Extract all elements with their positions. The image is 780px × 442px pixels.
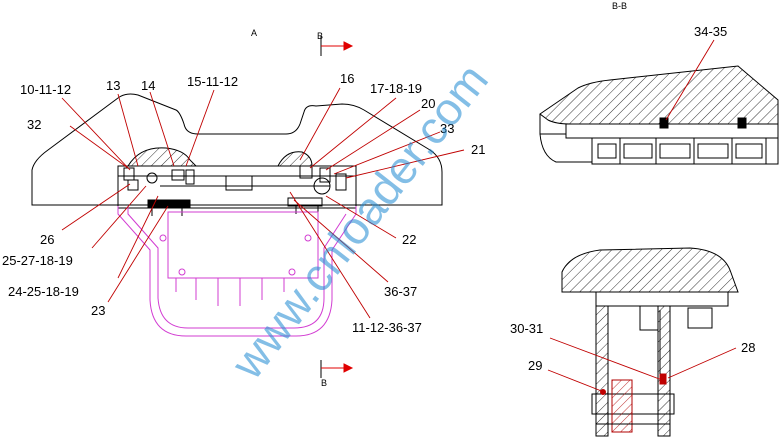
- section-arrows: [320, 36, 354, 378]
- view-labels: A B B B-B: [251, 1, 627, 388]
- callout-33: 33: [440, 121, 454, 136]
- section-lower: [561, 247, 739, 437]
- hatched-cap: [561, 247, 739, 293]
- callout-14: 14: [141, 78, 155, 93]
- callout-16: 16: [340, 71, 354, 86]
- hatched-lug-right: [277, 151, 313, 167]
- callout-20: 20: [421, 96, 435, 111]
- callout-24-25-18-19: 24-25-18-19: [8, 284, 79, 299]
- section-b-top-label: B: [317, 31, 323, 41]
- section-lower-leaders: [547, 337, 737, 393]
- callout-32: 32: [27, 117, 41, 132]
- callout-11-12-36-37: 11-12-36-37: [352, 320, 422, 335]
- callout-36-37: 36-37: [384, 284, 417, 299]
- watermark-text: www.cnloader.com: [220, 54, 498, 389]
- section-bb-upper: [539, 39, 779, 165]
- cover-outline: [31, 93, 443, 206]
- callout-22: 22: [402, 232, 416, 247]
- callout-29: 29: [528, 358, 542, 373]
- callout-labels: 10-11-12 13 14 15-11-12 16 17-18-19 20 3…: [2, 24, 755, 373]
- callout-21: 21: [471, 142, 485, 157]
- callout-23: 23: [91, 303, 105, 318]
- view-a-drawing: [31, 93, 443, 216]
- callout-13: 13: [106, 78, 120, 93]
- callout-26: 26: [40, 232, 54, 247]
- callout-25-27-18-19: 25-27-18-19: [2, 253, 73, 268]
- frame-box: [117, 165, 357, 209]
- callout-34-35: 34-35: [694, 24, 727, 39]
- view-a-label: A: [251, 28, 257, 38]
- magenta-frame: [117, 206, 357, 337]
- left-plate: [595, 305, 609, 437]
- section-title-label: B-B: [612, 1, 627, 11]
- callout-15-11-12: 15-11-12: [187, 74, 238, 89]
- section-b-bottom-label: B: [321, 378, 327, 388]
- callout-28: 28: [741, 340, 755, 355]
- hatched-housing: [539, 65, 779, 125]
- pin-hatch: [611, 379, 633, 433]
- callout-10-11-12: 10-11-12: [20, 82, 71, 97]
- callout-17-18-19: 17-18-19: [370, 81, 422, 96]
- right-plate: [657, 305, 671, 437]
- hatched-lug-left: [127, 147, 198, 167]
- callout-30-31: 30-31: [510, 321, 543, 336]
- leader-lines: [61, 87, 465, 319]
